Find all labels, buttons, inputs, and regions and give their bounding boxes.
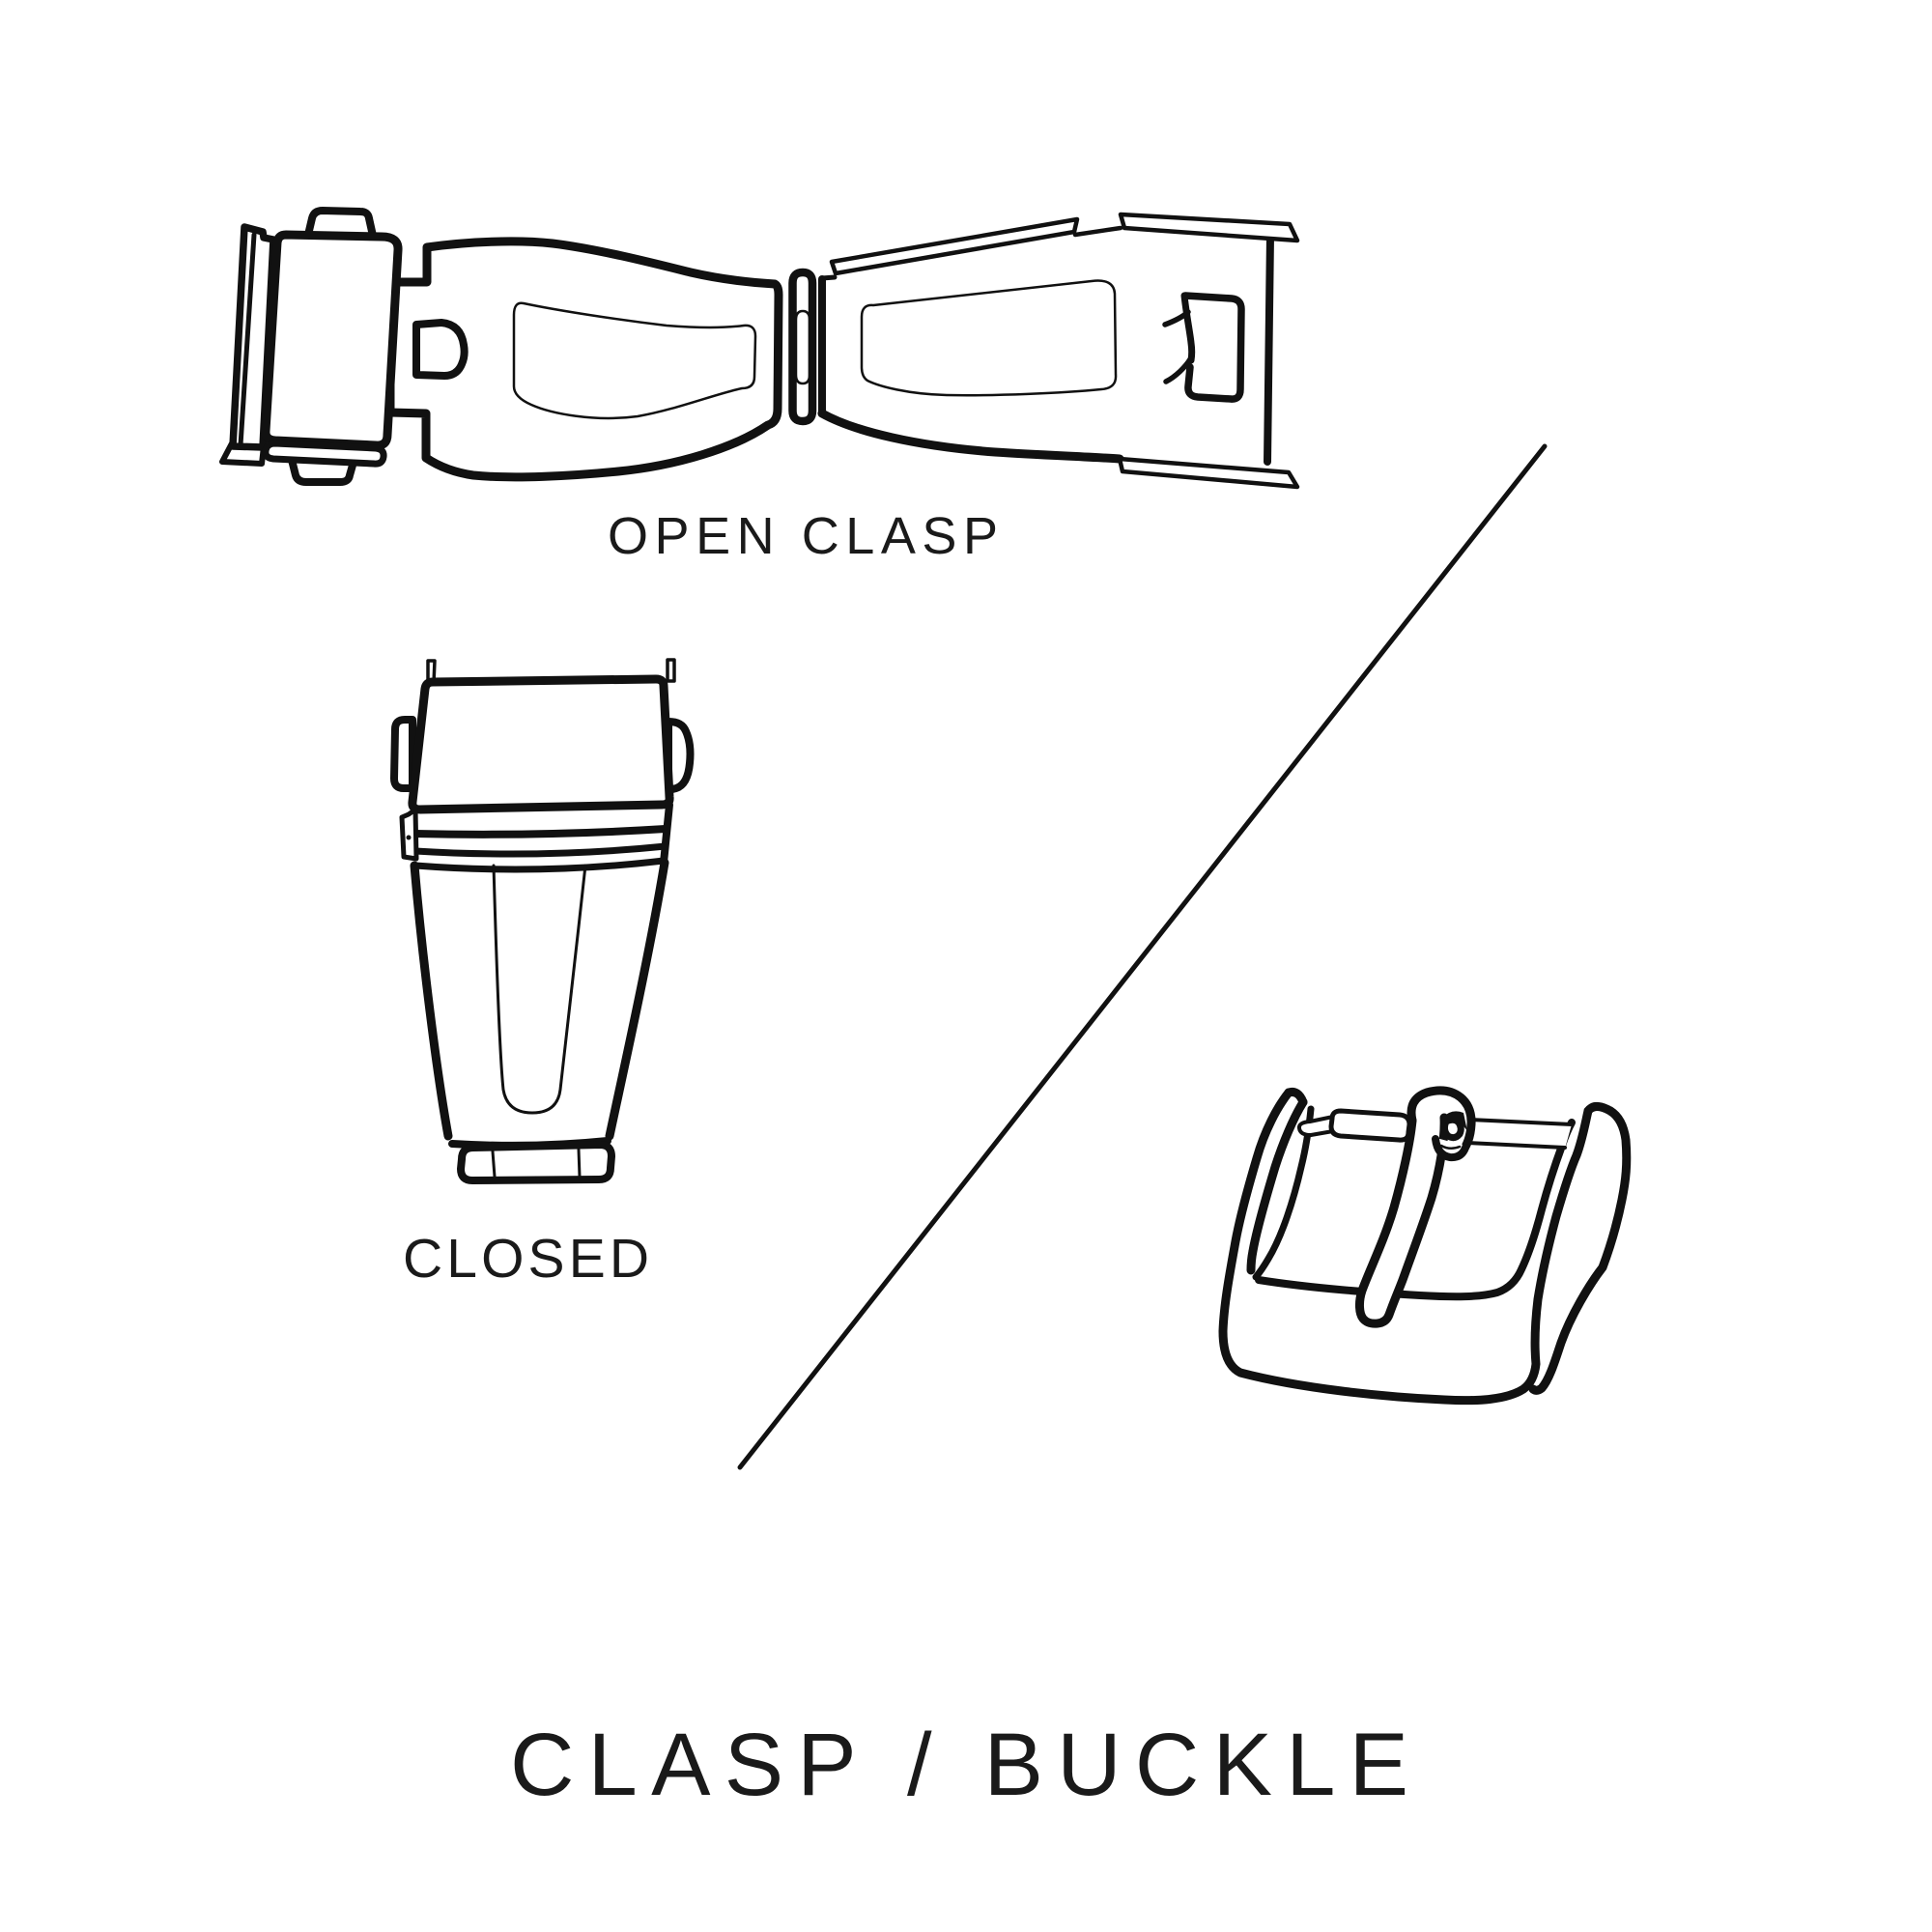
svg-text:CLOSED: CLOSED xyxy=(403,1228,649,1290)
svg-text:OPEN CLASP: OPEN CLASP xyxy=(608,507,998,565)
svg-text:CLASP / BUCKLE: CLASP / BUCKLE xyxy=(510,1716,1408,1814)
